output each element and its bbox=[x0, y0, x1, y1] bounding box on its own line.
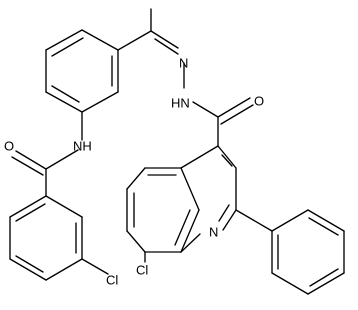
chloro-lower-left-label: Cl bbox=[106, 273, 118, 288]
bond-lines bbox=[9, 8, 345, 295]
hydrazide-nh-label: HN bbox=[171, 96, 190, 111]
amide-nh-label: NH bbox=[73, 139, 92, 154]
quinoline-nitrogen-label: N bbox=[209, 225, 218, 240]
carbonyl-oxygen-right-label: O bbox=[254, 94, 264, 109]
carbonyl-oxygen-left-label: O bbox=[4, 139, 14, 154]
chloro-lower-mid-label: Cl bbox=[136, 263, 148, 278]
hydrazone-nitrogen-label: N bbox=[179, 56, 188, 71]
atom-labels: NH HN N O O Cl Cl N bbox=[4, 56, 264, 288]
